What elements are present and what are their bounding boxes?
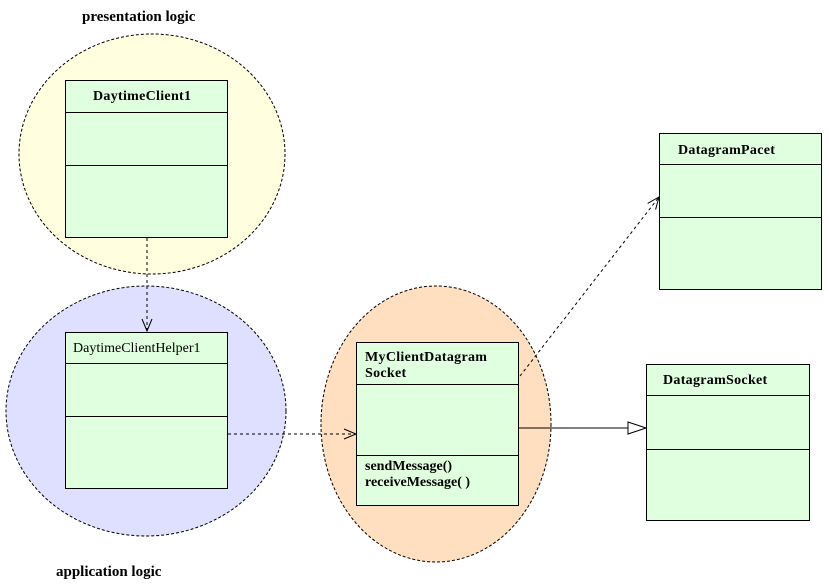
attributes-compartment <box>357 385 518 456</box>
attributes-compartment <box>66 113 227 166</box>
class-datagram-socket[interactable]: DatagramSocket <box>646 364 810 521</box>
class-name: DatagramSocket <box>663 373 768 388</box>
class-my-client-datagram-socket[interactable]: MyClientDatagram Socket sendMessage() re… <box>356 342 519 506</box>
class-daytime-client-helper[interactable]: DaytimeClientHelper1 <box>65 332 228 489</box>
class-name: DaytimeClientHelper1 <box>73 341 201 356</box>
class-name: DaytimeClient1 <box>93 89 192 104</box>
operations-compartment <box>66 166 227 237</box>
operations-compartment <box>660 218 821 289</box>
operations-compartment <box>647 450 809 520</box>
class-datagram-packet[interactable]: DatagramPacet <box>659 133 822 290</box>
operations-compartment: sendMessage() receiveMessage( ) <box>357 456 518 505</box>
class-name-line1: MyClientDatagram <box>365 350 488 365</box>
operations-compartment <box>66 417 227 488</box>
operation-send-message: sendMessage() <box>365 459 453 474</box>
attributes-compartment <box>66 364 227 417</box>
attributes-compartment <box>647 396 809 450</box>
class-name: DatagramPacet <box>678 143 776 158</box>
application-logic-label: application logic <box>56 564 162 580</box>
class-name-compartment: DatagramSocket <box>647 365 809 396</box>
class-name-compartment: DaytimeClientHelper1 <box>66 333 227 364</box>
class-name-compartment: DatagramPacet <box>660 134 821 165</box>
dependency-arrow-socket-to-packet <box>519 197 659 377</box>
class-name-line2: Socket <box>365 366 407 381</box>
class-name-compartment: DaytimeClient1 <box>66 81 227 113</box>
class-daytime-client[interactable]: DaytimeClient1 <box>65 80 228 238</box>
operation-receive-message: receiveMessage( ) <box>365 475 471 490</box>
class-name-compartment: MyClientDatagram Socket <box>357 343 518 385</box>
attributes-compartment <box>660 165 821 218</box>
presentation-logic-label: presentation logic <box>82 9 196 25</box>
